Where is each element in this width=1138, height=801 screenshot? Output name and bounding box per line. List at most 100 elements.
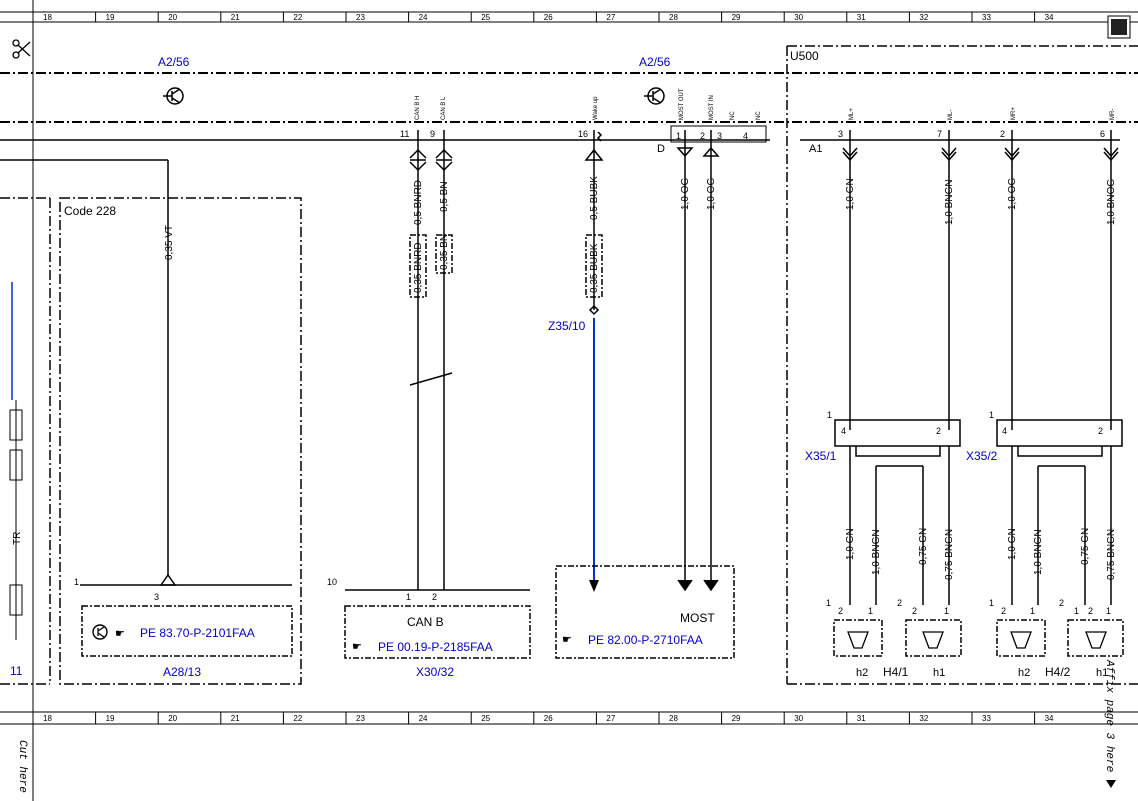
pin-a1-6: 6 xyxy=(1100,129,1105,139)
speaker-pin: 2 xyxy=(1059,598,1064,608)
grid-number: 34 xyxy=(1045,13,1054,22)
grid-number: 19 xyxy=(106,13,115,22)
connector-a1: A1 xyxy=(809,143,822,155)
wire-label: 1,0 GN xyxy=(845,178,856,210)
grid-number: 20 xyxy=(168,13,177,22)
grid-number: 28 xyxy=(669,13,678,22)
signal-ml-plus: ML+ xyxy=(849,108,855,120)
most-label: MOST xyxy=(680,611,715,625)
wire-label: 1,0 BNOG xyxy=(1106,179,1117,225)
grid-number: 23 xyxy=(356,714,365,723)
module-ref-left: A2/56 xyxy=(158,55,190,69)
speaker-pin: 2 xyxy=(897,598,902,608)
wire-label: TR xyxy=(12,532,23,545)
pin-1: 1 xyxy=(676,131,681,141)
x35-2-pin-2: 2 xyxy=(1098,426,1103,436)
arrow-down-icon xyxy=(1106,780,1116,788)
pin-a1-2: 2 xyxy=(1000,129,1005,139)
speaker-pin: 2 xyxy=(838,606,843,616)
module-ref-right: A2/56 xyxy=(639,55,671,69)
wire-label: 0,5 BNRD xyxy=(413,180,424,225)
wire-label: 1,0 OG xyxy=(706,178,717,210)
speaker-pin: 2 xyxy=(1001,606,1006,616)
speaker-pin: 2 xyxy=(912,606,917,616)
grid-number: 27 xyxy=(606,13,615,22)
signal-ml-minus: ML- xyxy=(948,110,954,120)
speaker-pin: 1 xyxy=(1106,606,1111,616)
signal-can-b-l: CAN B L xyxy=(441,96,447,120)
grid-number: 26 xyxy=(544,714,553,723)
grid-number: 29 xyxy=(732,714,741,723)
can-b-label: CAN B xyxy=(407,615,444,629)
speaker-pin: 1 xyxy=(1030,606,1035,616)
pin-16: 16 xyxy=(578,129,588,139)
wire-label: 0,35 BN xyxy=(439,234,450,270)
grid-number: 24 xyxy=(419,714,428,723)
signal-mr-plus: MR+ xyxy=(1011,107,1017,120)
transistor-icon xyxy=(644,87,665,105)
grid-number: 31 xyxy=(857,13,866,22)
signal-nc-1: NC xyxy=(730,111,736,120)
pin-4: 4 xyxy=(743,131,748,141)
x35-2-pin-4: 4 xyxy=(1002,426,1007,436)
grid-number: 21 xyxy=(231,714,240,723)
x35-1-pin-1: 1 xyxy=(827,410,832,420)
grid-number: 30 xyxy=(794,714,803,723)
ref-pe00[interactable]: PE 00.19-P-2185FAA xyxy=(378,640,493,654)
wire-label: 0,35 BUBK xyxy=(589,243,600,293)
wire-label: 1,0 BNGN xyxy=(944,179,955,225)
grid-number: 30 xyxy=(794,13,803,22)
component-h4-2: H4/2 xyxy=(1045,665,1071,679)
reference-hand-icon: ☛ xyxy=(562,634,572,646)
speaker-pin: 1 xyxy=(868,606,873,616)
ref-pe82[interactable]: PE 82.00-P-2710FAA xyxy=(588,633,703,647)
grid-number: 18 xyxy=(43,13,52,22)
pin-a1-7: 7 xyxy=(937,129,942,139)
wire-label: 0,35 BNRD xyxy=(413,242,424,293)
u500-label: U500 xyxy=(790,49,819,63)
transistor-icon xyxy=(163,87,184,105)
reference-hand-icon: ☛ xyxy=(115,628,125,640)
grid-number: 26 xyxy=(544,13,553,22)
grid-number: 18 xyxy=(43,714,52,723)
grid-number: 32 xyxy=(919,714,928,723)
pin-11: 11 xyxy=(400,129,409,139)
reference-hand-icon: ☛ xyxy=(352,641,362,653)
speaker-pin: 1 xyxy=(1074,606,1079,616)
grid-number: 23 xyxy=(356,13,365,22)
grid-number: 34 xyxy=(1045,714,1054,723)
pin-3-a28: 3 xyxy=(154,592,159,602)
left-ref-11: 11 xyxy=(10,664,23,678)
speaker-h2: h2 xyxy=(856,667,868,679)
grid-number: 32 xyxy=(919,13,928,22)
component-a28-13: A28/13 xyxy=(163,665,201,679)
component-h4-1: H4/1 xyxy=(883,665,909,679)
grid-number: 29 xyxy=(732,13,741,22)
component-x35-1: X35/1 xyxy=(805,449,837,463)
transistor-icon xyxy=(92,624,108,640)
speaker-pin: 1 xyxy=(944,606,949,616)
wire-label: 1,0 OG xyxy=(680,178,691,210)
grid-number: 20 xyxy=(168,714,177,723)
wire-label: 0,5 BN xyxy=(439,181,450,212)
component-x35-2: X35/2 xyxy=(966,449,998,463)
pin-1-a28: 1 xyxy=(74,577,79,587)
connector-d: D xyxy=(657,143,665,155)
grid-number: 33 xyxy=(982,13,991,22)
speaker-h1: h1 xyxy=(933,667,945,679)
signal-most-out: MOST OUT xyxy=(679,88,685,120)
x35-1-pin-4: 4 xyxy=(841,426,846,436)
grid-number: 22 xyxy=(293,13,302,22)
grid-number: 28 xyxy=(669,714,678,723)
grid-number: 25 xyxy=(481,13,490,22)
wire-label: 1,0 OG xyxy=(1007,178,1018,210)
x35-1-pin-2: 2 xyxy=(936,426,941,436)
x35-2-pin-1: 1 xyxy=(989,410,994,420)
ref-pe83[interactable]: PE 83.70-P-2101FAA xyxy=(140,626,255,640)
signal-most-in: MOST IN xyxy=(709,95,715,120)
grid-number: 22 xyxy=(293,714,302,723)
grid-number: 27 xyxy=(606,714,615,723)
speaker-pin: 1 xyxy=(826,598,831,608)
grid-number: 31 xyxy=(857,714,866,723)
